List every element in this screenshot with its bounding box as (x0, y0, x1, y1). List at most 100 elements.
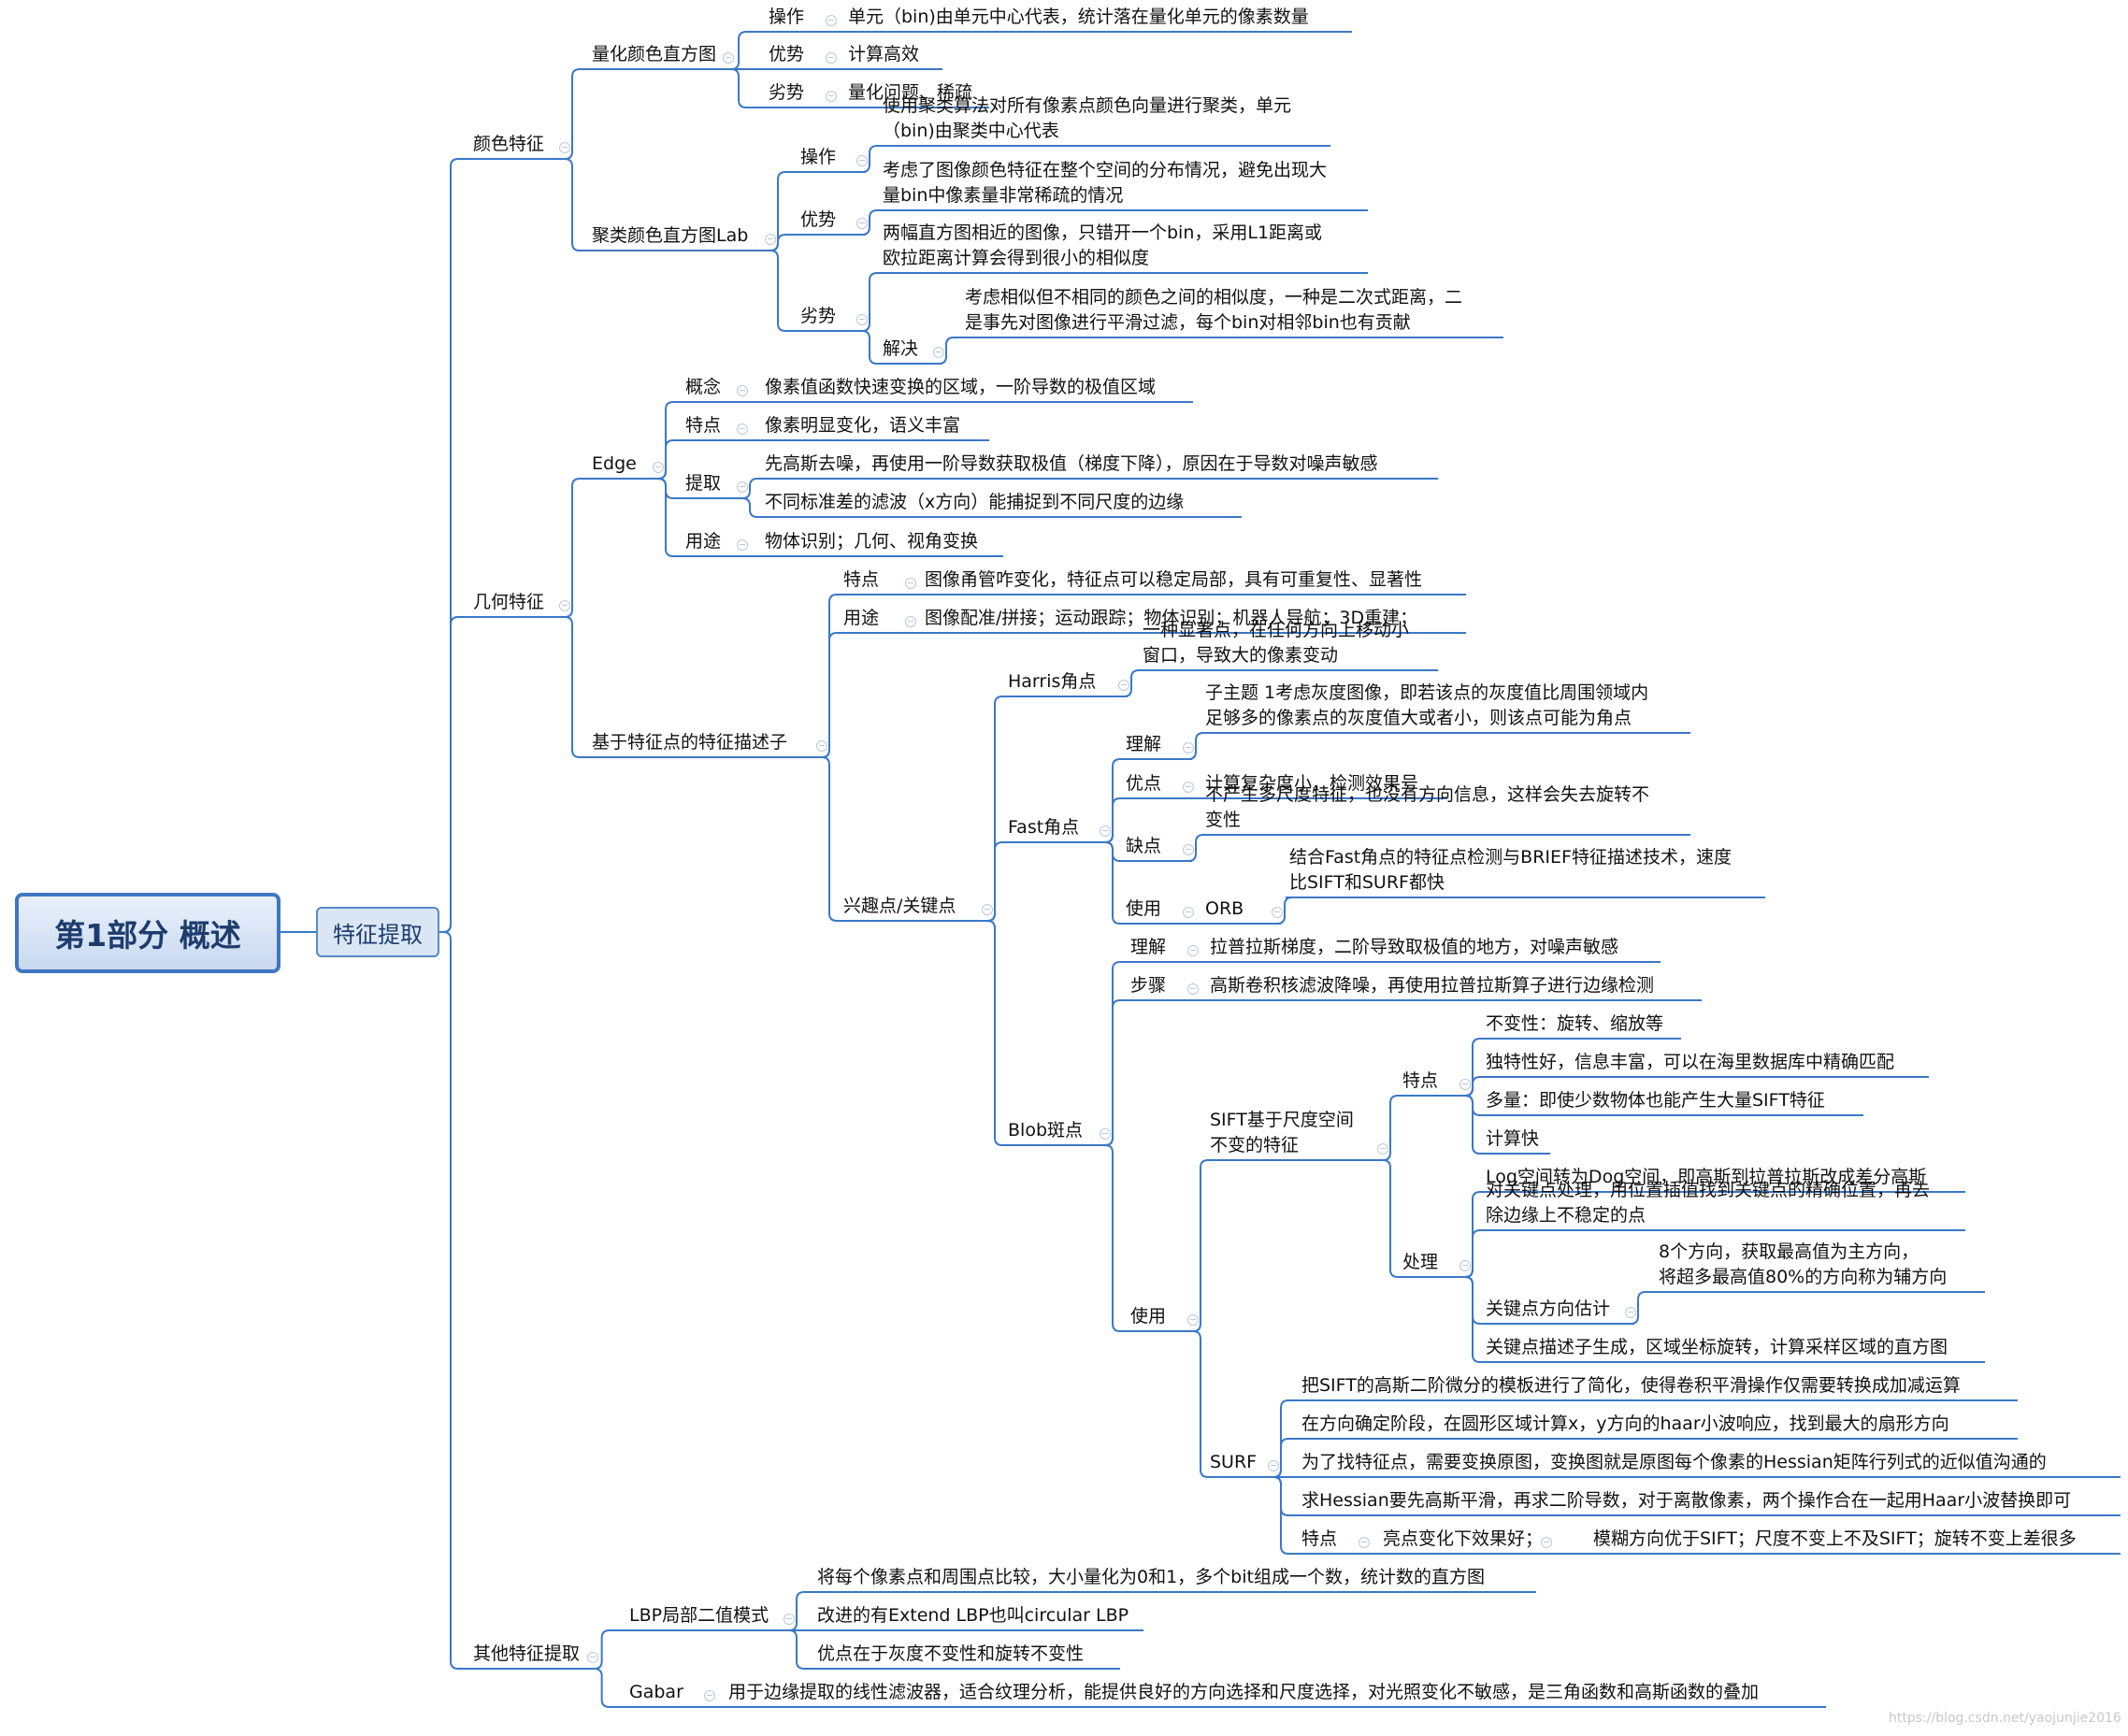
collapse-toggle-icon[interactable] (1187, 945, 1199, 956)
collapse-toggle-icon[interactable] (723, 52, 734, 64)
collapse-toggle-icon[interactable] (1459, 1260, 1471, 1271)
topic-sift[interactable]: SIFT基于尺度空间不变的特征 (1206, 1108, 1388, 1161)
topic-quant-hist[interactable]: 量化颜色直方图 (588, 42, 734, 70)
collapse-toggle-icon[interactable] (856, 314, 868, 325)
topic-edge-concept[interactable]: 像素值函数快速变换的区域，一阶导数的极值区域 (761, 375, 1193, 403)
topic-cluster-adv[interactable]: 考虑了图像颜色特征在整个空间的分布情况，避免出现大量bin中像素量非常稀疏的情况 (879, 158, 1368, 211)
collapse-toggle-icon[interactable] (1118, 680, 1129, 691)
topic-quant-dis[interactable]: 量化问题、稀疏 (844, 80, 989, 108)
topic-surf4[interactable]: 求Hessian要先高斯平滑，再求二阶导数，对于离散像素，两个操作合在一起用Ha… (1298, 1488, 2121, 1516)
topic-kp-orient-desc[interactable]: 8个方向，获取最高值为主方向，将超多最高值80%的方向称为辅方向 (1655, 1240, 1985, 1293)
topic-blob-steps[interactable]: 高斯卷积核滤波降噪，再使用拉普拉斯算子进行边缘检测 (1206, 973, 1702, 1001)
main-topic-feature-extraction[interactable]: 特征提取 (316, 907, 439, 957)
topic-blob[interactable]: Blob斑点 (1004, 1118, 1111, 1146)
collapse-toggle-icon[interactable] (704, 1690, 715, 1701)
collapse-toggle-icon[interactable] (982, 904, 993, 915)
collapse-toggle-icon[interactable] (1187, 1314, 1199, 1326)
topic-surf1[interactable]: 把SIFT的高斯二阶微分的模板进行了简化，使得卷积平滑操作仅需要转换成加减运算 (1298, 1373, 2018, 1401)
collapse-toggle-icon[interactable] (905, 616, 916, 627)
topic-feature[interactable]: 特点 (682, 413, 748, 441)
topic-process[interactable]: 处理 (1399, 1250, 1471, 1278)
topic-sift-p4[interactable]: 关键点描述子生成，区域坐标旋转，计算采样区域的直方图 (1482, 1335, 1985, 1363)
topic-surf3[interactable]: 为了找特征点，需要变换原图，变换图就是原图每个像素的Hessian矩阵行列式的近… (1298, 1450, 2121, 1478)
topic-sift-f2[interactable]: 独特性好，信息丰富，可以在海里数据库中精确匹配 (1482, 1050, 1929, 1078)
topic-op[interactable]: 操作 (797, 145, 868, 173)
collapse-toggle-icon[interactable] (826, 52, 837, 64)
topic-gabar[interactable]: Gabar (625, 1680, 715, 1708)
collapse-toggle-icon[interactable] (1100, 1128, 1111, 1140)
collapse-toggle-icon[interactable] (559, 600, 570, 611)
topic-use[interactable]: 用途 (840, 606, 916, 634)
collapse-toggle-icon[interactable] (559, 142, 570, 153)
topic-adv[interactable]: 优势 (765, 42, 837, 70)
topic-gabar-desc[interactable]: 用于边缘提取的线性滤波器，适合纹理分析，能提供良好的方向选择和尺度选择，对光照变… (725, 1680, 1826, 1708)
topic-surf-bright[interactable]: 亮点变化下效果好； (1379, 1527, 1552, 1555)
collapse-toggle-icon[interactable] (737, 385, 748, 396)
topic-fast-und[interactable]: 子主题 1考虑灰度图像，即若该点的灰度值比周围领域内足够多的像素点的灰度值大或者… (1201, 681, 1690, 734)
topic-sift-f3[interactable]: 多量：即使少数物体也能产生大量SIFT特征 (1482, 1088, 1863, 1116)
topic-harris[interactable]: Harris角点 (1004, 669, 1129, 697)
topic-quant-adv[interactable]: 计算高效 (844, 42, 942, 70)
root-topic[interactable]: 第1部分 概述 (15, 893, 280, 973)
topic-use[interactable]: 用途 (682, 529, 748, 557)
topic-op[interactable]: 操作 (765, 5, 837, 33)
topic-edge-ext2[interactable]: 不同标准差的滤波（x方向）能捕捉到不同尺度的边缘 (761, 490, 1242, 518)
topic-kp-desc[interactable]: 基于特征点的特征描述子 (588, 730, 827, 758)
collapse-toggle-icon[interactable] (1541, 1537, 1552, 1548)
topic-sift-f1[interactable]: 不变性：旋转、缩放等 (1482, 1011, 1681, 1040)
topic-fast-con[interactable]: 不产生多尺度特征，也没有方向信息，这样会失去旋转不变性 (1201, 782, 1690, 836)
collapse-toggle-icon[interactable] (1183, 782, 1194, 793)
topic-concept[interactable]: 概念 (682, 375, 748, 403)
topic-harris-desc[interactable]: 一种显著点，在任何方向上移动小窗口，导致大的像素变动 (1139, 618, 1438, 671)
topic-color[interactable]: 颜色特征 (469, 132, 570, 160)
topic-orb[interactable]: ORB (1201, 897, 1283, 925)
topic-lbp1[interactable]: 将每个像素点和周围点比较，大小量化为0和1，多个bit组成一个数，统计数的直方图 (813, 1565, 1536, 1593)
topic-usage[interactable]: 使用 (1122, 897, 1194, 925)
collapse-toggle-icon[interactable] (653, 462, 664, 473)
topic-pro[interactable]: 优点 (1122, 771, 1194, 799)
topic-adv[interactable]: 优势 (797, 208, 868, 236)
collapse-toggle-icon[interactable] (856, 218, 868, 229)
topic-edge-feature[interactable]: 像素明显变化，语义丰富 (761, 413, 989, 441)
topic-surf-blur[interactable]: 模糊方向优于SIFT；尺度不变上不及SIFT；旋转不变上差很多 (1589, 1527, 2121, 1555)
collapse-toggle-icon[interactable] (826, 91, 837, 102)
topic-cluster-dis[interactable]: 两幅直方图相近的图像，只错开一个bin，采用L1距离或欧拉距离计算会得到很小的相… (879, 221, 1368, 274)
topic-dis[interactable]: 劣势 (765, 80, 837, 108)
collapse-toggle-icon[interactable] (1272, 907, 1283, 918)
collapse-toggle-icon[interactable] (1183, 742, 1194, 753)
topic-kp-feature[interactable]: 图像甬管咋变化，特征点可以稳定局部，具有可重复性、显著性 (921, 567, 1466, 595)
topic-sift-f4[interactable]: 计算快 (1482, 1126, 1550, 1155)
topic-cluster-solve[interactable]: 考虑相似但不相同的颜色之间的相似度，一种是二次式距离，二是事先对图像进行平滑过滤… (961, 285, 1503, 338)
topic-orb-desc[interactable]: 结合Fast角点的特征点检测与BRIEF特征描述技术，速度比SIFT和SURF都… (1286, 845, 1765, 898)
collapse-toggle-icon[interactable] (1359, 1537, 1370, 1548)
topic-extract[interactable]: 提取 (682, 471, 748, 499)
topic-edge[interactable]: Edge (588, 452, 664, 480)
collapse-toggle-icon[interactable] (1183, 844, 1194, 855)
topic-lbp2[interactable]: 改进的有Extend LBP也叫circular LBP (813, 1603, 1143, 1631)
collapse-toggle-icon[interactable] (765, 234, 776, 245)
collapse-toggle-icon[interactable] (933, 347, 944, 358)
topic-surf2[interactable]: 在方向确定阶段，在圆形区域计算x，y方向的haar小波响应，找到最大的扇形方向 (1298, 1412, 2018, 1440)
topic-fast[interactable]: Fast角点 (1004, 815, 1111, 843)
topic-geo[interactable]: 几何特征 (469, 590, 570, 618)
topic-usage[interactable]: 使用 (1127, 1304, 1199, 1332)
topic-cluster-hist[interactable]: 聚类颜色直方图Lab (588, 223, 776, 251)
collapse-toggle-icon[interactable] (1625, 1307, 1636, 1318)
topic-interest[interactable]: 兴趣点/关键点 (840, 894, 993, 922)
topic-cluster-op[interactable]: 使用聚类算法对所有像素点颜色向量进行聚类，单元（bin)由聚类中心代表 (879, 93, 1330, 147)
topic-feature[interactable]: 特点 (840, 567, 916, 595)
topic-understand[interactable]: 理解 (1122, 732, 1194, 760)
collapse-toggle-icon[interactable] (737, 481, 748, 493)
topic-solve[interactable]: 解决 (879, 337, 944, 365)
topic-lbp[interactable]: LBP局部二值模式 (625, 1603, 795, 1631)
collapse-toggle-icon[interactable] (737, 423, 748, 435)
collapse-toggle-icon[interactable] (784, 1614, 795, 1625)
topic-dis[interactable]: 劣势 (797, 304, 868, 332)
topic-sift-p1[interactable]: Log空间转为Dog空间，即高斯到拉普拉斯改成差分高斯 (1482, 1165, 1965, 1193)
topic-sift-p2[interactable]: 对关键点处理，用位置插值找到关键点的精确位置，再去除边缘上不稳定的点 (1482, 1178, 1965, 1231)
topic-kp-use[interactable]: 图像配准/拼接；运动跟踪；物体识别；机器人导航；3D重建； (921, 606, 1466, 634)
topic-other[interactable]: 其他特征提取 (469, 1642, 598, 1670)
topic-feature[interactable]: 特点 (1298, 1527, 1370, 1555)
collapse-toggle-icon[interactable] (1100, 825, 1111, 837)
topic-feature[interactable]: 特点 (1399, 1069, 1471, 1097)
